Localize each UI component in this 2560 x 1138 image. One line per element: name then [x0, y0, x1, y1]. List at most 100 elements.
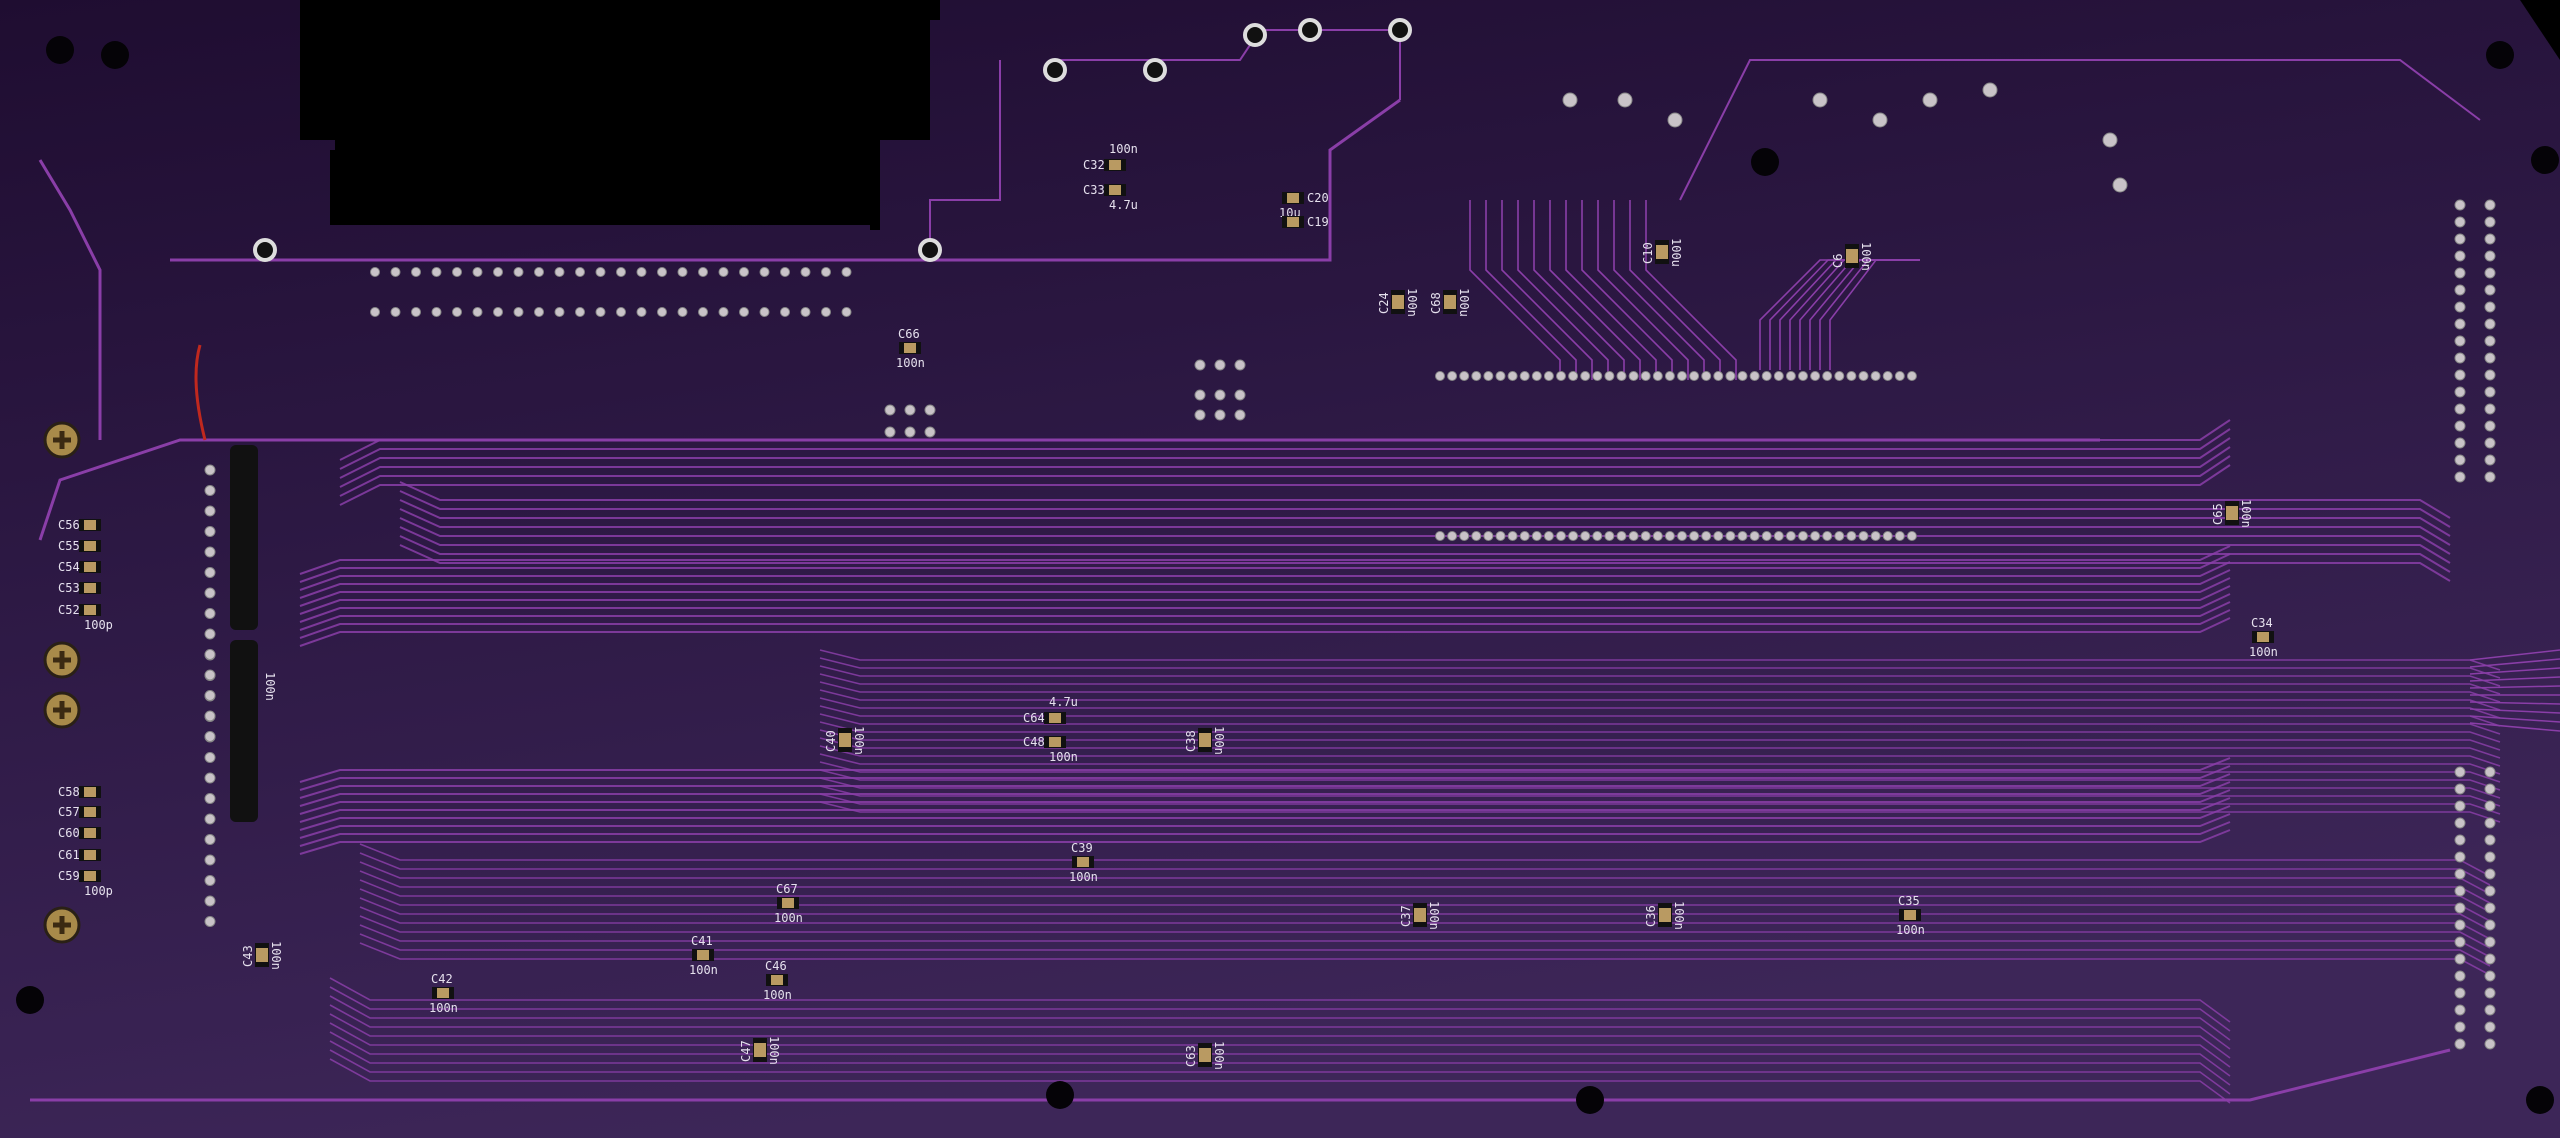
- pad: [1640, 531, 1651, 541]
- pad: [1459, 531, 1470, 541]
- cap-body: [84, 807, 96, 817]
- pad: [2102, 132, 2118, 148]
- screw-slot: [53, 651, 71, 669]
- pad: [884, 426, 896, 438]
- pad: [1616, 371, 1627, 381]
- cap-body: [1109, 185, 1121, 195]
- pad: [1604, 531, 1615, 541]
- trace: [329, 1022, 2231, 1068]
- cap-value-label: 100n: [852, 726, 866, 755]
- pad: [2454, 267, 2466, 279]
- trace: [299, 797, 2231, 823]
- pad: [595, 307, 606, 317]
- pad: [204, 649, 216, 660]
- pad: [1519, 531, 1530, 541]
- pad: [2484, 301, 2496, 313]
- trace: [1565, 200, 1657, 380]
- through-hole-pads: [204, 82, 2496, 1050]
- pad: [204, 567, 216, 578]
- pad: [1785, 531, 1796, 541]
- trace-wide: [30, 1048, 2451, 1102]
- trace: [299, 765, 2231, 791]
- trace: [399, 490, 2451, 528]
- pad: [1713, 531, 1724, 541]
- capacitor-c19: C19: [1282, 215, 1329, 229]
- pad: [1531, 371, 1542, 381]
- cap-body: [84, 541, 96, 551]
- cap-ref-label: C63: [1184, 1045, 1198, 1067]
- trace: [299, 617, 2231, 647]
- cap-ref-label: C59: [58, 869, 80, 883]
- pad: [821, 307, 831, 317]
- trace: [359, 843, 2491, 877]
- pad: [780, 267, 790, 277]
- trace: [2469, 715, 2560, 723]
- cap-body: [771, 975, 783, 985]
- pad: [657, 307, 667, 317]
- pad: [1846, 531, 1857, 541]
- capacitor-c53: C53: [58, 581, 101, 595]
- cap-body: [1444, 295, 1456, 309]
- pad: [2454, 369, 2466, 381]
- cap-value-label: 100n: [1427, 901, 1441, 930]
- pad: [636, 267, 647, 277]
- pad: [2454, 233, 2466, 245]
- cap-body: [2257, 632, 2269, 642]
- pad: [1616, 531, 1627, 541]
- trace: [1645, 200, 1737, 380]
- pad: [2454, 970, 2466, 982]
- mounting-hole: [1576, 1086, 1604, 1114]
- trace: [2469, 649, 2560, 661]
- pad: [493, 307, 503, 317]
- trace: [299, 829, 2231, 855]
- cap-ref-label: C64: [1023, 711, 1045, 725]
- cap-body: [1287, 193, 1299, 203]
- pad: [759, 307, 770, 317]
- cap-ref-label: C43: [241, 945, 255, 967]
- pad: [2484, 352, 2496, 364]
- trace: [819, 689, 2501, 711]
- pad: [2454, 386, 2466, 398]
- pad: [2454, 800, 2466, 812]
- pad: [1737, 371, 1748, 381]
- cap-ref-label: C35: [1898, 894, 1920, 908]
- trace: [359, 942, 2491, 976]
- trace: [1533, 200, 1625, 380]
- pad: [718, 267, 729, 277]
- pad: [884, 404, 896, 416]
- capacitor-c61: C61: [58, 848, 101, 862]
- pad: [1812, 92, 1828, 108]
- trace: [329, 1004, 2231, 1050]
- capacitor-c58: C58: [58, 785, 101, 799]
- pad: [2484, 936, 2496, 948]
- pad: [1435, 531, 1445, 541]
- trace: [329, 977, 2231, 1023]
- cap-ref-label: C61: [58, 848, 80, 862]
- pad: [1894, 531, 1905, 541]
- pad: [534, 267, 544, 277]
- trace: [299, 773, 2231, 799]
- pad: [841, 267, 852, 277]
- screw-slot: [53, 701, 71, 719]
- pad: [1677, 531, 1687, 541]
- trace-wide: [170, 98, 1401, 262]
- pad: [472, 307, 483, 317]
- cap-body: [1049, 737, 1061, 747]
- cap-ref-label: C24: [1377, 292, 1391, 314]
- pad: [204, 690, 216, 701]
- pad: [2454, 851, 2466, 863]
- trace: [819, 673, 2501, 695]
- pad: [513, 267, 524, 277]
- pad: [452, 307, 462, 317]
- trace: [359, 933, 2491, 967]
- pad: [2454, 766, 2466, 778]
- pad: [204, 731, 216, 742]
- trace: [299, 601, 2231, 631]
